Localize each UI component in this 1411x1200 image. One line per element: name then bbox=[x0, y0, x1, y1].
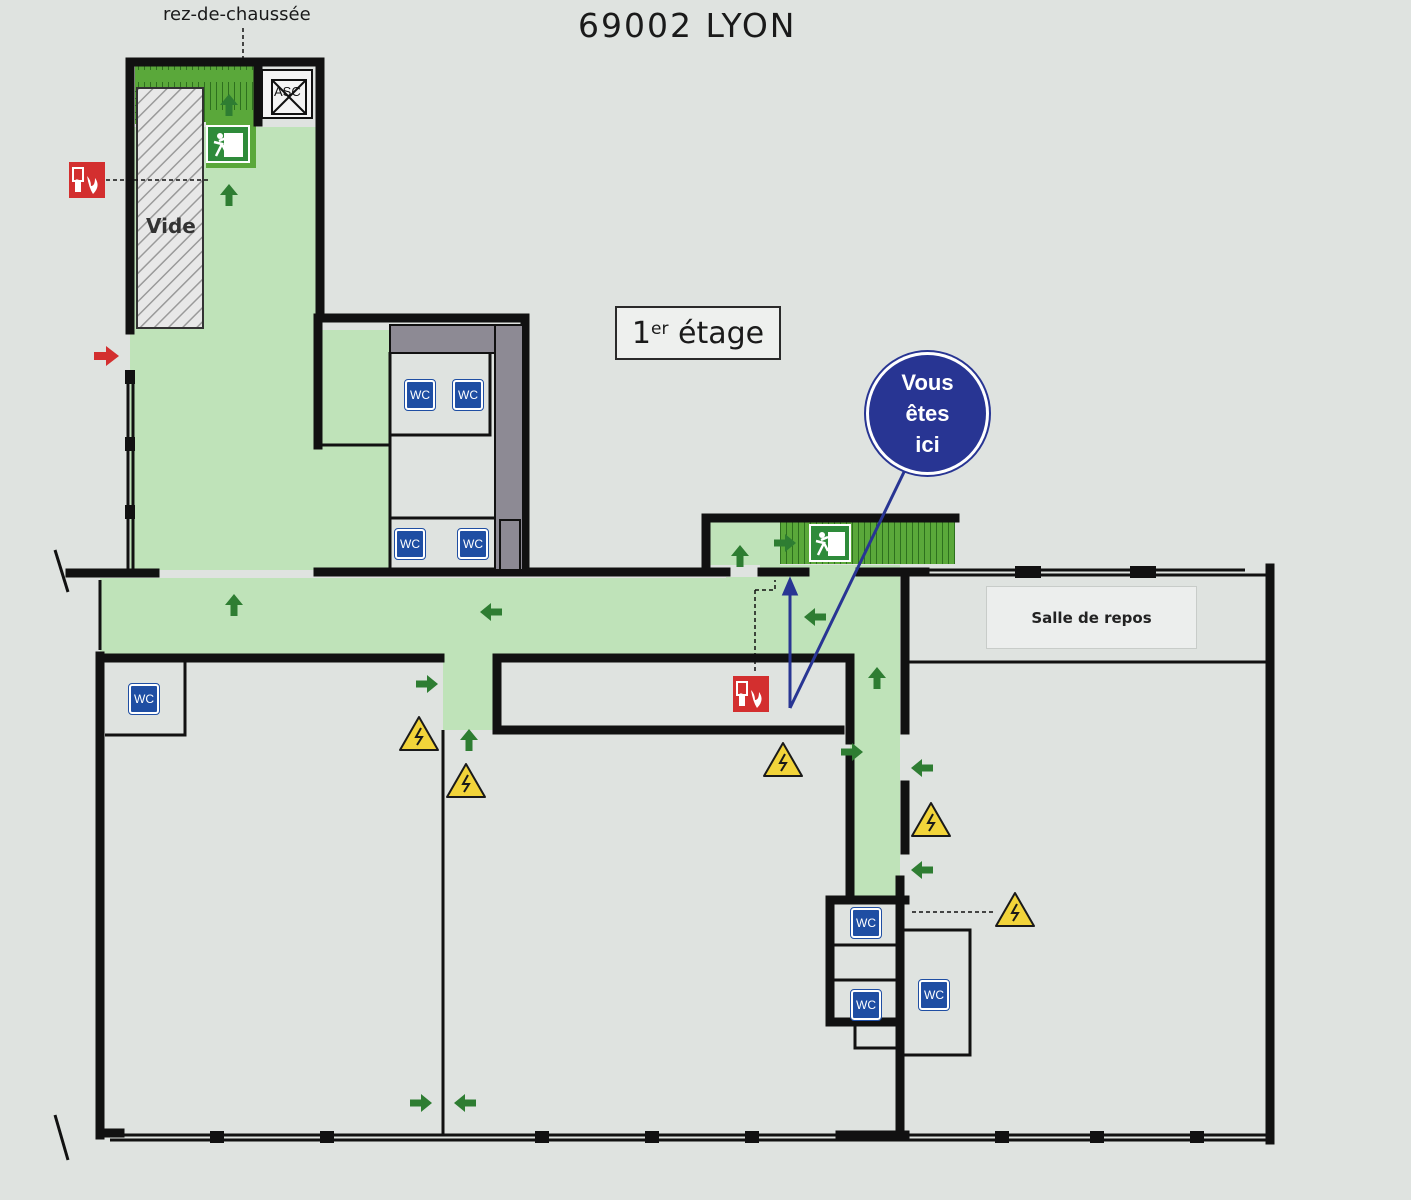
thin-partitions bbox=[98, 352, 1270, 1142]
electrical-hazard-icon bbox=[446, 763, 486, 798]
evacuation-arrow-icon bbox=[416, 675, 438, 693]
elevator-label: ASC bbox=[274, 84, 301, 99]
floor-label-number: 1 bbox=[631, 315, 651, 351]
fire-alarm-icon bbox=[732, 675, 770, 713]
you-are-here-line: Vous bbox=[901, 370, 954, 395]
leader-lines bbox=[106, 28, 995, 913]
floor-label-text: étage bbox=[668, 315, 765, 351]
electrical-hazard-icon bbox=[995, 892, 1035, 927]
wc-icon: WC bbox=[850, 907, 882, 939]
void-label: Vide bbox=[146, 214, 196, 238]
break-room-label: Salle de repos bbox=[986, 586, 1197, 649]
wc-icon: WC bbox=[128, 683, 160, 715]
break-marks bbox=[53, 549, 70, 1161]
you-are-here-line: êtes bbox=[905, 401, 950, 426]
elevator-box bbox=[261, 69, 313, 119]
wc-icon: WC bbox=[918, 979, 950, 1011]
you-are-here-line: ici bbox=[915, 432, 940, 457]
evacuation-path-area bbox=[100, 127, 900, 900]
evacuation-arrow-icon bbox=[911, 759, 933, 777]
wc-icon: WC bbox=[394, 528, 426, 560]
fire-alarm-icon bbox=[68, 161, 106, 199]
address-city-title: 69002 LYON bbox=[578, 6, 797, 45]
evacuation-arrow-icon bbox=[454, 1094, 476, 1112]
wc-icon: WC bbox=[452, 379, 484, 411]
evacuation-arrow-icon bbox=[911, 861, 933, 879]
you-are-here-badge: Vous êtes ici bbox=[869, 355, 986, 472]
stair-link-label: rez-de-chaussée bbox=[163, 4, 311, 25]
stairwell-north bbox=[135, 62, 256, 329]
electrical-hazard-icon bbox=[911, 802, 951, 837]
electrical-hazard-icon bbox=[399, 716, 439, 751]
electrical-hazard-icon bbox=[763, 742, 803, 777]
wc-icon: WC bbox=[850, 989, 882, 1021]
stairwell-east bbox=[780, 520, 955, 564]
walls bbox=[65, 57, 1275, 1145]
electrical-hazards bbox=[399, 716, 1035, 927]
entrance-arrow-icon bbox=[94, 346, 119, 366]
evacuation-arrow-icon bbox=[460, 729, 478, 751]
emergency-exit-icon bbox=[809, 524, 851, 562]
floor-label-suffix: er bbox=[651, 319, 669, 339]
storage-rooms bbox=[389, 324, 526, 571]
you-are-here-pointer bbox=[781, 469, 907, 709]
evacuation-arrow-icon bbox=[410, 1094, 432, 1112]
emergency-exit-icon bbox=[206, 125, 250, 163]
wc-icon: WC bbox=[404, 379, 436, 411]
window-marks bbox=[125, 370, 1204, 1143]
wc-icon: WC bbox=[457, 528, 489, 560]
